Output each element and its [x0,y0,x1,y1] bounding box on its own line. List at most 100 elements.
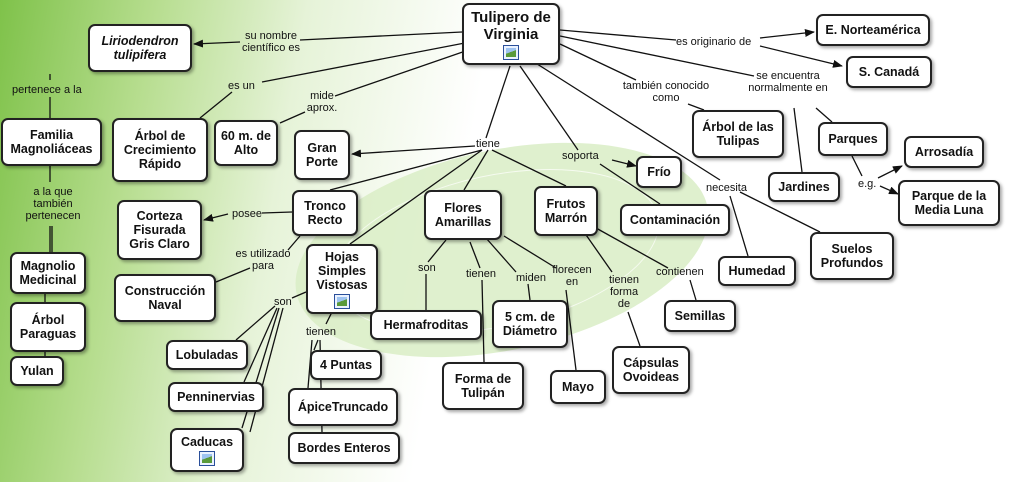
node-diametro[interactable]: 5 cm. de Diámetro [492,300,568,348]
node-arbol-crecimiento[interactable]: Árbol de Crecimiento Rápido [112,118,208,182]
link-label-a-la-que: a la que también pertenecen [25,186,81,222]
image-icon[interactable] [334,293,350,309]
node-yulan[interactable]: Yulan [10,356,64,386]
node-capsulas[interactable]: Cápsulas Ovoideas [612,346,690,394]
node-label: Liriodendron tulipifera [101,34,179,62]
link-label-tambien: también conocido como [622,80,710,104]
link-label-tienen-flores: tienen [466,268,496,280]
link-label-tienen-forma: tienen forma de [609,274,639,310]
link-label-contienen: contienen [656,266,704,278]
link-label-es-un: es un [228,80,255,92]
node-media-luna[interactable]: Parque de la Media Luna [898,180,1000,226]
node-label: Gran Porte [306,141,338,169]
node-magnolio[interactable]: Magnolio Medicinal [10,252,86,294]
node-label: Arrosadía [914,145,974,159]
link-label-miden: miden [516,272,546,284]
node-label: Penninervias [177,390,255,404]
node-humedad[interactable]: Humedad [718,256,796,286]
node-label: Árbol de las Tulipas [702,120,774,148]
node-label: 5 cm. de Diámetro [502,310,558,338]
link-label-tiene: tiene [476,138,500,150]
node-arbol-tulipas[interactable]: Árbol de las Tulipas [692,110,784,158]
node-label: Cápsulas Ovoideas [622,356,680,384]
node-parques[interactable]: Parques [818,122,888,156]
node-label: Semillas [674,309,726,323]
node-4-puntas[interactable]: 4 Puntas [310,350,382,380]
node-label: Construcción Naval [124,284,206,312]
node-label: Flores Amarillas [434,201,492,229]
node-label: Caducas [180,434,234,449]
node-gran-porte[interactable]: Gran Porte [294,130,350,180]
node-hermafroditas[interactable]: Hermafroditas [370,310,482,340]
link-label-es-utilizado: es utilizado para [235,248,291,272]
node-label: 60 m. de Alto [220,129,272,157]
link-label-soporta: soporta [562,150,599,162]
link-label-se-encuentra: se encuentra normalmente en [748,70,828,94]
node-label: Árbol Paraguas [19,313,77,341]
node-tulipero[interactable]: Tulipero de Virginia [462,3,560,65]
node-label: E. Norteamérica [825,23,921,37]
node-familia[interactable]: Familia Magnoliáceas [1,118,102,166]
node-arrosadia[interactable]: Arrosadía [904,136,984,168]
link-label-su-nombre: su nombre científico es [241,30,301,54]
node-apice[interactable]: ÁpiceTruncado [288,388,398,426]
node-label: ÁpiceTruncado [297,400,389,414]
image-icon[interactable] [503,44,519,60]
node-mayo[interactable]: Mayo [550,370,606,404]
node-label: S. Canadá [858,65,920,79]
node-penninervias[interactable]: Penninervias [168,382,264,412]
node-flores[interactable]: Flores Amarillas [424,190,502,240]
node-label: Familia Magnoliáceas [10,128,93,156]
node-label: Magnolio Medicinal [19,259,77,287]
node-label: Bordes Enteros [297,441,391,455]
node-label: Árbol de Crecimiento Rápido [123,129,197,171]
node-frutos[interactable]: Frutos Marrón [534,186,598,236]
node-label: Tronco Recto [304,199,346,227]
node-label: Yulan [20,364,54,378]
node-label: Lobuladas [175,348,239,362]
link-label-mide: mide aprox. [306,90,338,114]
node-label: Humedad [728,264,786,278]
node-caducas[interactable]: Caducas [170,428,244,472]
link-label-florecen: florecen en [552,264,592,288]
node-liriodendron[interactable]: Liriodendron tulipifera [88,24,192,72]
node-arbol-paraguas[interactable]: Árbol Paraguas [10,302,86,352]
node-canada[interactable]: S. Canadá [846,56,932,88]
node-forma-tulipan[interactable]: Forma de Tulipán [442,362,524,410]
node-label: Contaminación [629,213,721,227]
node-norteamerica[interactable]: E. Norteamérica [816,14,930,46]
node-jardines[interactable]: Jardines [768,172,840,202]
node-frio[interactable]: Frío [636,156,682,188]
node-construccion[interactable]: Construcción Naval [114,274,216,322]
node-label: Suelos Profundos [820,242,884,270]
link-label-eg: e.g. [858,178,877,190]
link-label-originario: es originario de [676,36,752,48]
node-label: Tulipero de Virginia [471,8,551,43]
link-label-posee: posee [232,208,262,220]
link-label-pertenece: pertenece a la [12,84,82,96]
node-corteza[interactable]: Corteza Fisurada Gris Claro [117,200,202,260]
node-label: Corteza Fisurada Gris Claro [129,209,190,251]
image-icon[interactable] [199,450,215,466]
node-label: 4 Puntas [319,358,373,372]
node-bordes[interactable]: Bordes Enteros [288,432,400,464]
node-label: Hojas Simples Vistosas [316,249,368,292]
link-label-tienen-hojas: tienen [306,326,336,338]
node-label: Mayo [562,380,594,394]
node-label: Parque de la Media Luna [911,189,987,217]
node-label: Jardines [778,180,830,194]
link-label-necesita: necesita [706,182,747,194]
link-label-son-hojas: son [274,296,292,308]
node-contaminacion[interactable]: Contaminación [620,204,730,236]
node-semillas[interactable]: Semillas [664,300,736,332]
node-hojas[interactable]: Hojas Simples Vistosas [306,244,378,314]
node-label: Parques [828,132,878,146]
node-60m[interactable]: 60 m. de Alto [214,120,278,166]
node-label: Frío [647,165,671,179]
node-suelos[interactable]: Suelos Profundos [810,232,894,280]
node-lobuladas[interactable]: Lobuladas [166,340,248,370]
node-label: Hermafroditas [383,318,469,332]
link-label-son-flores: son [418,262,436,274]
node-tronco[interactable]: Tronco Recto [292,190,358,236]
